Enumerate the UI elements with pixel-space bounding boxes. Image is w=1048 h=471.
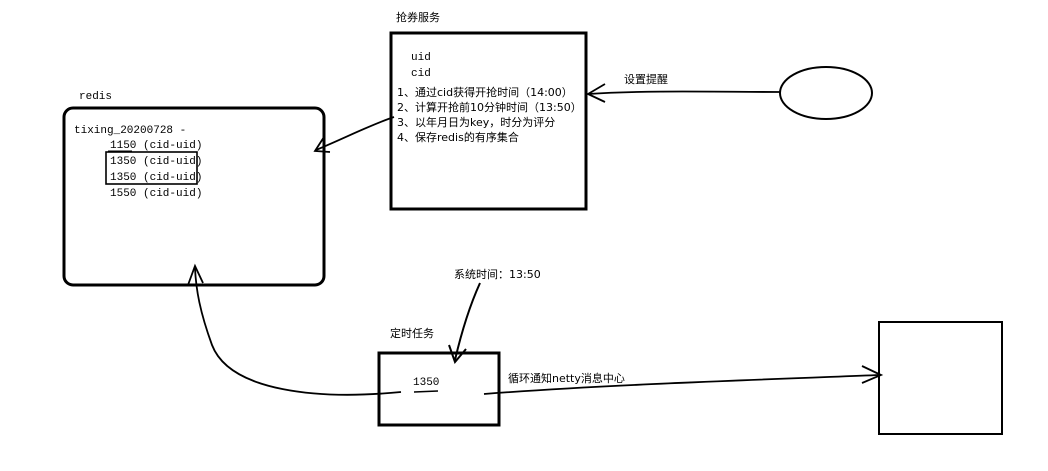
redis-title: redis xyxy=(79,91,113,103)
grab-service-step: 4、保存redis的有序集合 xyxy=(397,131,519,144)
redis-entry: 1150 (cid-uid) xyxy=(110,140,203,152)
system-time-arrow-head xyxy=(448,344,467,364)
query-arrow xyxy=(194,267,402,396)
grab-service-step: 2、计算开抢前10分钟时间（13:50） xyxy=(397,101,582,114)
highlight-1350-box xyxy=(105,151,198,185)
notify-label: 循环通知netty消息中心 xyxy=(508,372,625,385)
reminder-arrow xyxy=(587,90,781,95)
save-arrow xyxy=(315,116,395,151)
notify-arrow xyxy=(483,374,881,395)
scheduled-task-box xyxy=(377,351,501,427)
notify-arrow-head xyxy=(861,365,884,384)
redis-entry: 1550 (cid-uid) xyxy=(110,188,203,200)
grab-service-field: cid xyxy=(411,68,431,80)
save-arrow-head xyxy=(313,136,331,153)
reminder-label: 设置提醒 xyxy=(624,73,668,86)
query-arrow-head xyxy=(187,263,204,286)
grab-service-step: 1、通过cid获得开抢时间（14:00） xyxy=(397,86,573,99)
system-time-arrow xyxy=(454,282,481,361)
grab-service-title: 抢券服务 xyxy=(396,11,440,24)
value-dash xyxy=(413,390,439,393)
redis-entry: 1350 (cid-uid) xyxy=(110,156,203,168)
redis-entry: 1350 (cid-uid) xyxy=(110,172,203,184)
grab-service-box xyxy=(389,31,588,211)
scheduled-task-title: 定时任务 xyxy=(390,327,434,340)
grab-service-field: uid xyxy=(411,52,431,64)
redis-box xyxy=(62,106,326,287)
scheduled-task-value: 1350 xyxy=(413,377,440,389)
reminder-ellipse xyxy=(779,66,873,120)
netty-center-box xyxy=(878,321,1003,435)
reminder-arrow-head xyxy=(586,83,606,103)
grab-service-step: 3、以年月日为key，时分为评分 xyxy=(397,116,556,129)
system-time-label: 系统时间：13:50 xyxy=(454,268,541,281)
redis-key: tixing_20200728 - xyxy=(74,125,187,137)
